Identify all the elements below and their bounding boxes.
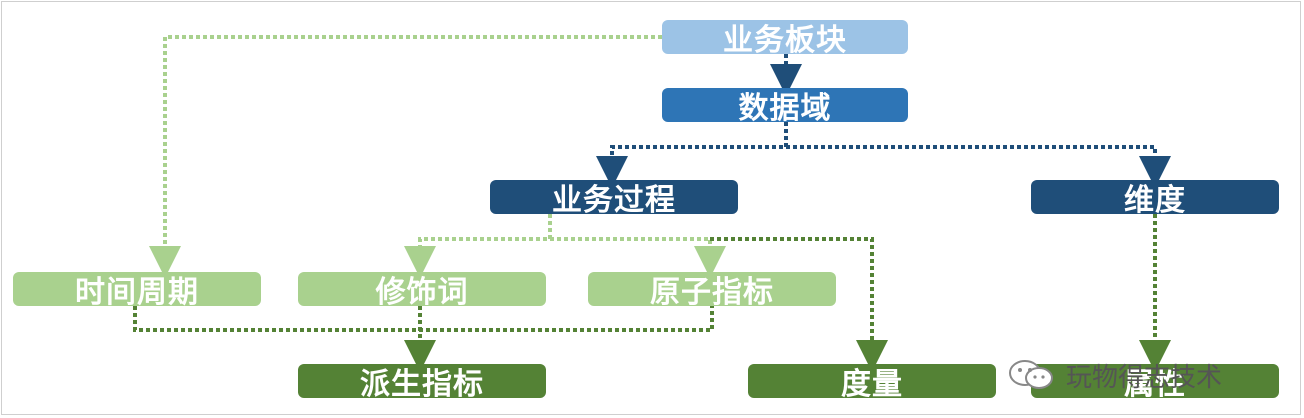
- node-dimension: 维度: [1031, 180, 1279, 218]
- node-atomic-metric: 原子指标: [588, 272, 836, 310]
- link-combine-to-derived: [133, 306, 714, 332]
- node-measure: 度量: [748, 364, 996, 402]
- watermark: 玩物得志技术: [1006, 356, 1222, 394]
- link-process-to-measure: [710, 237, 888, 372]
- link-domain-branch: [596, 122, 788, 188]
- node-business-sector: 业务板块: [662, 20, 908, 58]
- link-sector-to-time-period: [149, 35, 662, 278]
- link-process-to-atomic: [550, 237, 726, 278]
- watermark-text: 玩物得志技术: [1066, 362, 1223, 393]
- node-time-period: 时间周期: [13, 272, 261, 310]
- node-business-process: 业务过程: [490, 180, 738, 218]
- node-data-domain: 数据域: [662, 88, 908, 126]
- node-modifier: 修饰词: [298, 272, 546, 310]
- node-attribute: 属性: [1031, 364, 1279, 402]
- wechat-icon: [1006, 358, 1058, 392]
- link-domain-to-dimension: [786, 145, 1171, 188]
- node-derived-metric: 派生指标: [298, 364, 546, 402]
- link-process-branch: [404, 214, 552, 278]
